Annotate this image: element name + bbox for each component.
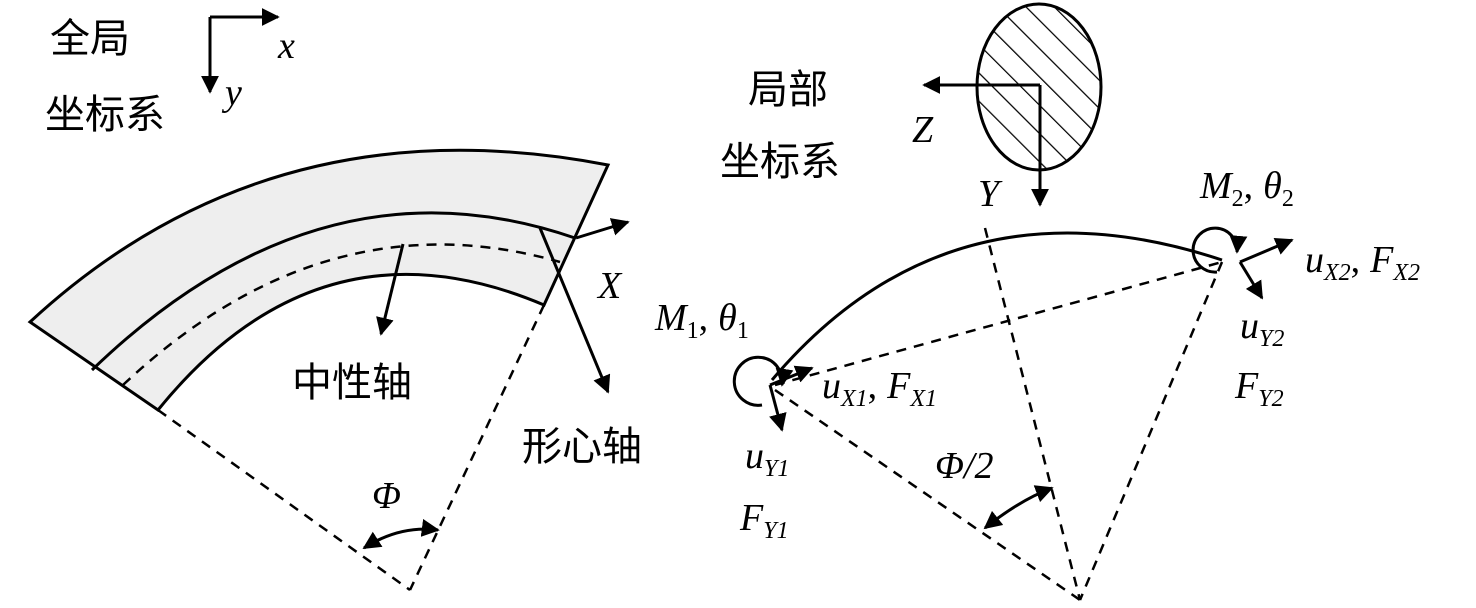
centroid-axis-line [90, 211, 576, 372]
node2-x-dof-label: uX2,FX2 [1305, 239, 1420, 286]
centroid-axis-pointer [538, 227, 611, 394]
local-cs-title-line1: 局部 [748, 67, 828, 113]
node-1: M1,θ1 uX1,FX1 uY1 FY1 [654, 297, 937, 544]
node1-x-dof-label: uX1,FX1 [822, 365, 937, 412]
global-coordinate-system: 全局 坐标系 x y [45, 8, 295, 138]
radius-dash-2 [1078, 261, 1224, 601]
bisector-dash [983, 227, 1082, 601]
node1-uy-label: uY1 [745, 435, 789, 482]
node1-moment-rotation-label: M1,θ1 [654, 297, 749, 344]
node2-uy-label: uY2 [1240, 305, 1284, 352]
angle-phi-arc [362, 518, 440, 550]
local-y-label: Y [978, 173, 1003, 215]
node2-uy-arrow [1238, 261, 1264, 300]
local-cs-title-line2: 坐标系 [720, 139, 840, 185]
local-coordinate-system: 局部 坐标系 Z Y [720, 2, 1103, 215]
local-x-label-left: X [596, 265, 623, 307]
node1-fy-label: FY1 [739, 497, 789, 544]
node2-ux-arrow [1239, 238, 1294, 264]
node1-moment-arrow [732, 355, 794, 407]
radius-line-left [157, 408, 411, 592]
global-y-label: y [221, 72, 242, 114]
left-curved-beam: Φ X 中性轴 形心轴 [27, 148, 642, 592]
radius-dash-1 [774, 388, 1081, 602]
global-cs-title-line2: 坐标系 [45, 92, 165, 138]
element-arc [770, 231, 1223, 381]
half-angle-arc [983, 485, 1054, 530]
node2-fy-label: FY2 [1234, 365, 1284, 412]
local-z-label: Z [912, 109, 934, 151]
global-x-label: x [277, 25, 295, 67]
local-x-arrow-left [575, 218, 630, 240]
node1-uy-arrow [768, 384, 787, 432]
node2-moment-arrow [1191, 226, 1248, 274]
node2-moment-rotation-label: M2,θ2 [1199, 165, 1294, 212]
node1-ux-arrow [769, 365, 814, 387]
centroid-axis-label: 形心轴 [522, 424, 642, 470]
node-2: M2,θ2 uX2,FX2 uY2 FY2 [1191, 165, 1420, 412]
neutral-axis-pointer [376, 243, 405, 336]
neutral-axis-line [122, 243, 561, 386]
right-beam-element: Φ/2 M1,θ1 uX1,FX1 uY1 FY1 M2 [654, 165, 1420, 602]
angle-phi-label: Φ [372, 475, 401, 517]
half-angle-label: Φ/2 [935, 445, 993, 487]
chord-line [774, 260, 1223, 387]
global-cs-title-line1: 全局 [50, 16, 130, 62]
neutral-axis-label: 中性轴 [292, 360, 412, 406]
